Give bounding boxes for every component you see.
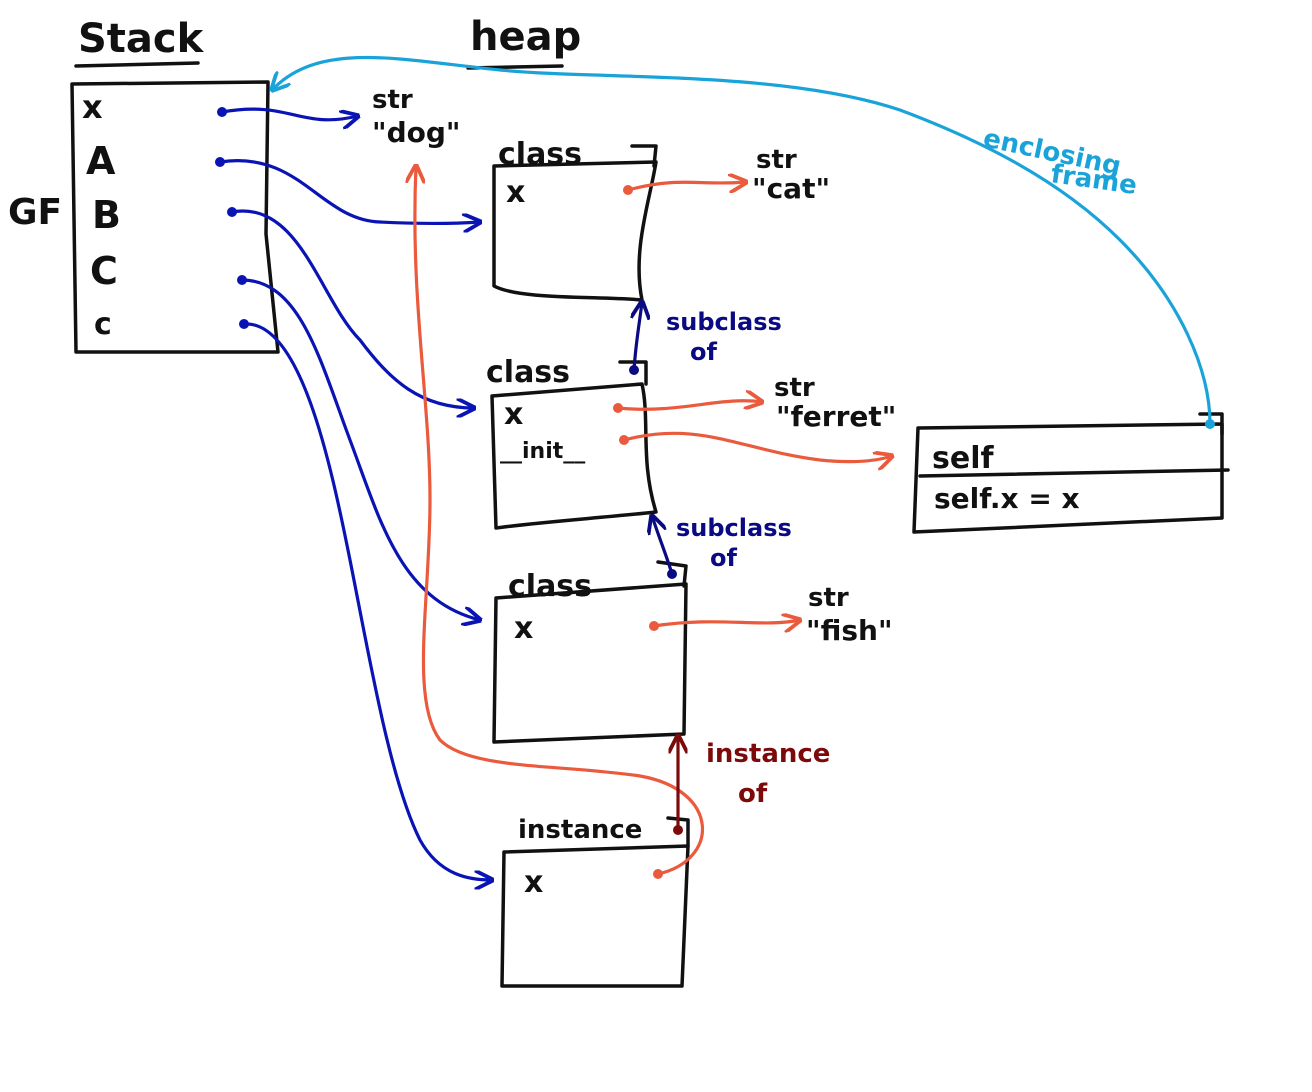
arrow-class-c-x-to-fish — [652, 620, 800, 626]
subclass-of-1-line1: subclass — [666, 308, 782, 336]
class-c-object: class x — [492, 560, 688, 744]
arrow-init-to-method-frame — [622, 431, 892, 461]
arrow-instance-x-to-dog — [415, 166, 705, 876]
instance-class-pointer — [666, 816, 690, 848]
class-b-attr-x: x — [504, 397, 523, 432]
method-frame-parent-pointer — [1198, 412, 1224, 436]
arrow-class-b-x-to-ferret — [616, 401, 762, 409]
stack-var-B: B — [92, 193, 121, 237]
stack-variables: x A B C c — [82, 88, 121, 342]
subclass-of-2-line1: subclass — [676, 514, 792, 542]
arrow-C-to-class-c — [240, 278, 480, 620]
arrow-class-c-subclass-of-class-b — [652, 516, 674, 576]
arrow-c-to-instance — [242, 322, 492, 880]
instance-object: instance x — [500, 815, 690, 988]
frame-label: GF — [8, 192, 62, 233]
heap-references — [415, 166, 892, 879]
class-b-label: class — [486, 355, 570, 390]
arrow-class-a-x-to-cat — [626, 182, 746, 190]
stack-header: Stack — [74, 16, 205, 68]
class-a-attr-x: x — [506, 175, 525, 210]
instance-box — [500, 844, 690, 988]
class-b-attr-init: __init__ — [500, 439, 585, 464]
heap-header: heap — [466, 14, 581, 70]
instance-of-line2: of — [738, 779, 768, 809]
annotations: subclass of subclass of instance of encl… — [666, 124, 1139, 809]
method-frame-body: self.x = x — [934, 482, 1080, 515]
stack-header-underline — [74, 61, 200, 68]
enclosing-frame-line2: frame — [1049, 159, 1139, 201]
stack-var-A: A — [86, 139, 116, 183]
str-fish-value: "fish" — [806, 614, 893, 647]
str-fish: str "fish" — [806, 583, 893, 647]
str-dog-value: "dog" — [372, 116, 461, 149]
str-ferret-value: "ferret" — [776, 400, 896, 433]
subclass-of-2-line2: of — [710, 544, 737, 572]
str-ferret-type: str — [774, 373, 815, 403]
instance-of-line1: instance — [706, 739, 830, 769]
class-b-object: class x __init__ — [486, 355, 658, 530]
method-frame-box — [912, 422, 1224, 534]
method-frame-divider — [918, 468, 1230, 478]
instance-label: instance — [518, 815, 642, 845]
class-b-parent-pointer — [618, 360, 648, 386]
stack-references — [215, 107, 492, 880]
str-dog-type: str — [372, 85, 413, 115]
instance-attr-x: x — [524, 865, 543, 900]
arrow-class-b-subclass-of-class-a — [634, 302, 642, 372]
stack-var-C: C — [90, 249, 118, 293]
stack-header-text: Stack — [78, 16, 205, 62]
arrow-enclosing-frame — [272, 55, 1212, 426]
relationship-arrows — [272, 55, 1215, 835]
method-frame-label: self — [932, 441, 994, 476]
global-frame-box — [70, 80, 280, 354]
stack-var-x: x — [82, 88, 103, 126]
arrow-A-to-class-a — [218, 159, 480, 224]
class-a-object: class x — [492, 137, 658, 302]
str-fish-type: str — [808, 583, 849, 613]
arrow-x-to-dog — [220, 107, 358, 120]
class-c-label: class — [508, 569, 592, 604]
subclass-of-1-line2: of — [690, 338, 717, 366]
str-ferret: str "ferret" — [774, 373, 896, 433]
class-c-attr-x: x — [514, 611, 533, 646]
str-cat: str "cat" — [752, 145, 830, 205]
str-cat-type: str — [756, 145, 797, 175]
class-c-box — [492, 582, 688, 744]
stack-var-c: c — [94, 307, 112, 342]
class-a-parent-pointer — [630, 144, 658, 168]
method-frame: self self.x = x — [912, 412, 1230, 534]
str-cat-value: "cat" — [752, 172, 830, 205]
str-dog: str "dog" — [372, 85, 461, 149]
heap-header-text: heap — [470, 14, 581, 60]
